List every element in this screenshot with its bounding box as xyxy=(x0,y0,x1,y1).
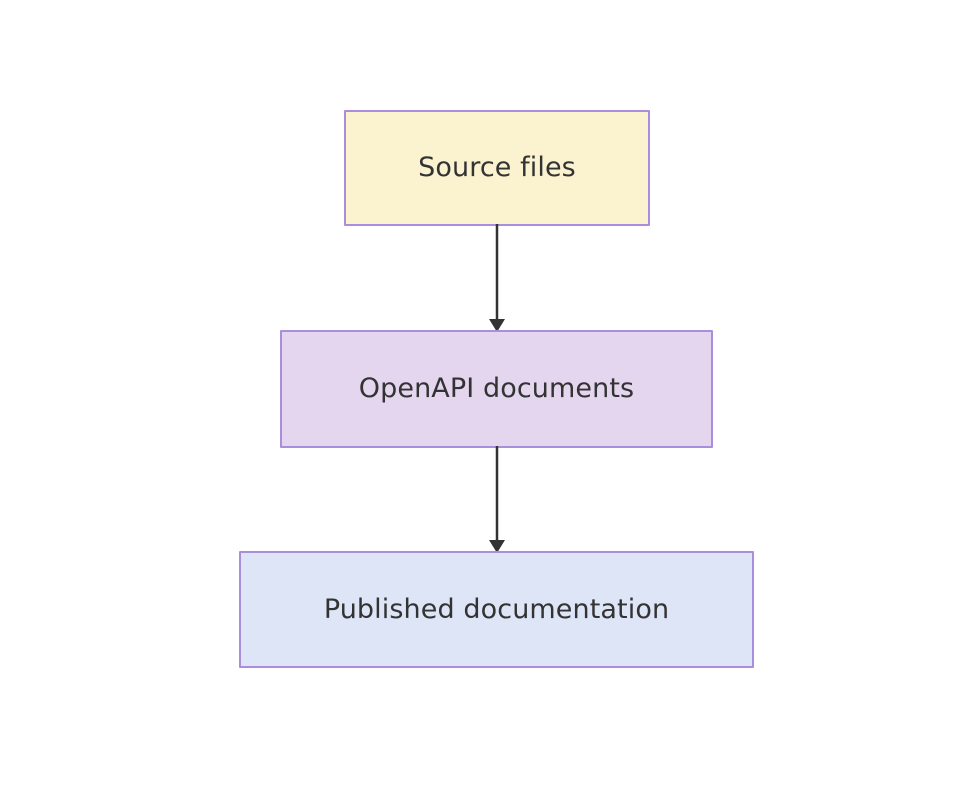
flow-node-label: OpenAPI documents xyxy=(358,373,635,405)
flow-node-source-files[interactable]: Source files xyxy=(344,110,650,226)
flow-node-label: Source files xyxy=(418,152,576,184)
flow-edge-openapi-documents-to-published-documentation xyxy=(480,446,514,553)
flow-node-openapi-documents[interactable]: OpenAPI documents xyxy=(280,330,713,448)
flow-node-label: Published documentation xyxy=(323,593,670,625)
flow-node-published-documentation[interactable]: Published documentation xyxy=(239,551,754,668)
flow-edge-source-files-to-openapi-documents xyxy=(480,224,514,332)
